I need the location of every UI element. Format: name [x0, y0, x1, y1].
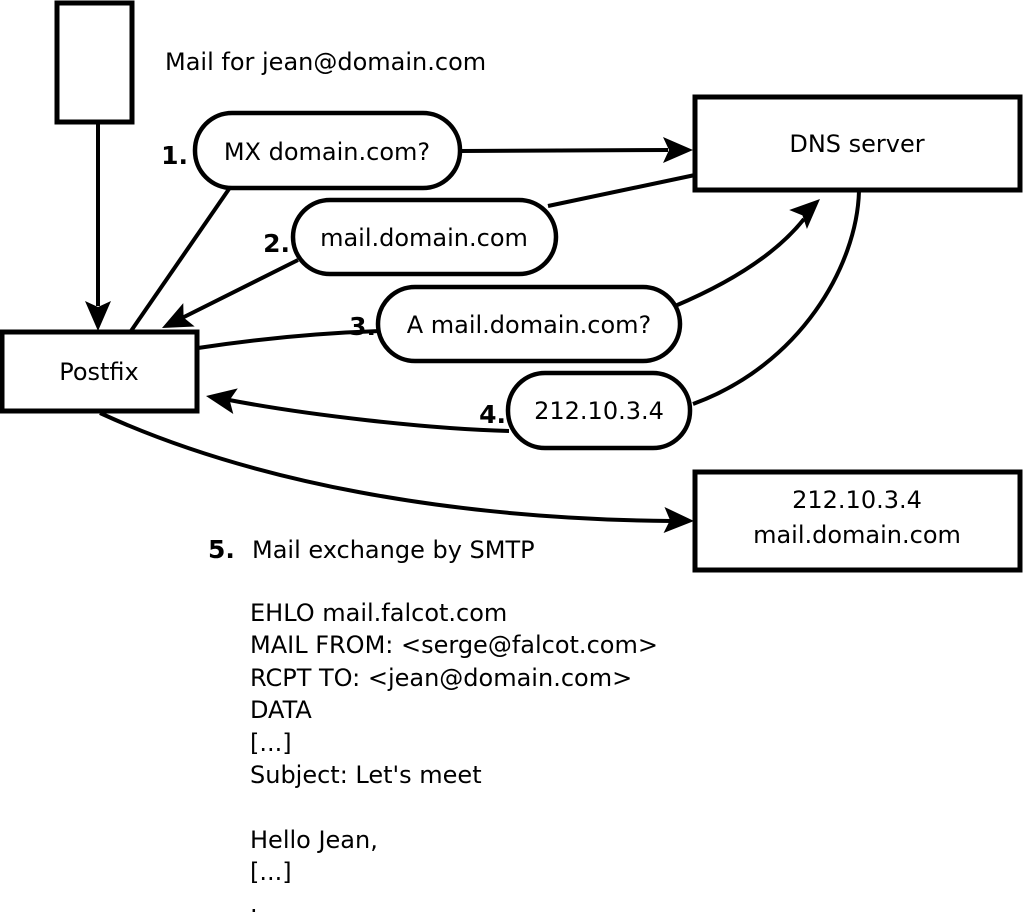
postfix-label: Postfix [59, 358, 139, 386]
arrowhead-answer2-into-postfix [162, 303, 195, 328]
arrowhead-into-postfix-top [85, 301, 111, 331]
smtp-transcript: EHLO mail.falcot.com MAIL FROM: <serge@f… [250, 599, 658, 918]
smtp-line: RCPT TO: <jean@domain.com> [250, 664, 632, 692]
edge-postfix-to-query1 [129, 187, 231, 333]
edge-dns-to-answer2 [547, 173, 696, 208]
edge-dns-to-answer4 [692, 190, 861, 406]
arrowhead-answer4-into-postfix [206, 388, 238, 415]
step1-bubble-label: MX domain.com? [224, 138, 430, 166]
step3-bubble-label: A mail.domain.com? [407, 311, 652, 339]
step3-number: 3. [349, 312, 376, 341]
smtp-line: DATA [250, 696, 312, 724]
smtp-line: . [250, 890, 258, 918]
step5-label: Mail exchange by SMTP [252, 536, 535, 564]
step3-bubble [375, 284, 683, 364]
smtp-line: Hello Jean, [250, 826, 378, 854]
step4-bubble [505, 370, 693, 451]
step4-bubble-label: 212.10.3.4 [534, 397, 664, 425]
smtp-line: EHLO mail.falcot.com [250, 599, 507, 627]
edge-postfix-to-query3 [197, 329, 381, 350]
arrowhead-query3-into-dns [789, 199, 820, 229]
dns-server-label: DNS server [789, 130, 924, 158]
step1-bubble [192, 110, 463, 191]
smtp-line: Subject: Let's meet [250, 761, 482, 789]
mail-message-box [54, 0, 135, 125]
edge-answer2-to-postfix [175, 258, 299, 323]
dns-server-node [692, 94, 1023, 193]
step1-number: 1. [161, 141, 188, 170]
step2-number: 2. [263, 229, 290, 258]
step2-bubble [290, 197, 559, 277]
mail-server-host-label: mail.domain.com [753, 521, 961, 549]
edge-answer4-to-postfix [223, 397, 510, 433]
arrowhead-query1-into-dns [663, 137, 693, 163]
mail-server-node [692, 469, 1023, 573]
arrowhead-smtp-into-mailserver [663, 506, 694, 533]
edge-query3-to-dns [674, 217, 806, 308]
step5-number: 5. [208, 535, 235, 564]
edge-query1-to-dns [459, 148, 669, 153]
step4-number: 4. [479, 400, 506, 429]
smtp-line: MAIL FROM: <serge@falcot.com> [250, 631, 658, 659]
step2-bubble-label: mail.domain.com [320, 224, 528, 252]
edge-postfix-to-mailserver [99, 411, 673, 523]
postfix-node [0, 329, 200, 414]
mail-note-label: Mail for jean@domain.com [165, 48, 486, 76]
mail-server-ip-label: 212.10.3.4 [792, 486, 922, 514]
smtp-line: [...] [250, 729, 292, 757]
smtp-line: [...] [250, 858, 292, 886]
